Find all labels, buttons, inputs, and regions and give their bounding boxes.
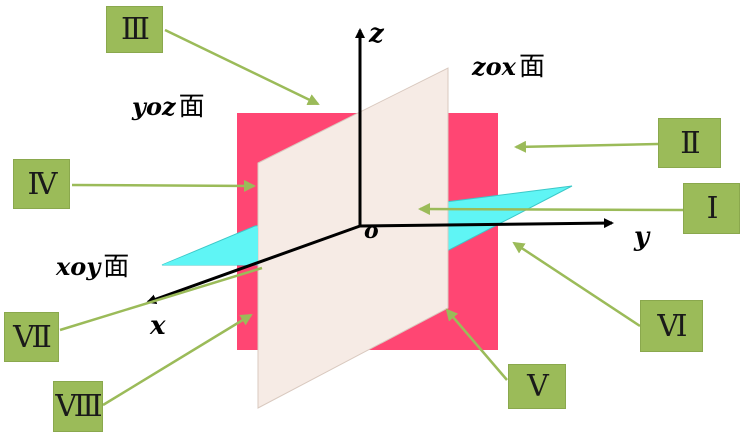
octant-label-3: Ⅲ [106, 6, 163, 53]
xoy-plane-front [162, 228, 258, 265]
origin-label: o [364, 218, 379, 244]
octant-label-4: Ⅳ [13, 159, 70, 209]
leader-octant-5 [445, 308, 508, 381]
octant-label-1: Ⅰ [683, 183, 740, 234]
xoy-plane-name: xoy [55, 252, 102, 281]
octant-label-5: Ⅴ [508, 364, 566, 409]
octant-label-8: Ⅷ [53, 381, 103, 432]
leader-octant-7 [59, 266, 263, 332]
octant-label-7: Ⅶ [4, 312, 59, 362]
leader-octant-6 [512, 241, 641, 328]
yoz-plane-suffix: 面 [179, 92, 205, 122]
x-axis [146, 224, 361, 305]
octant-label-6: Ⅵ [640, 300, 703, 352]
zox-plane-suffix: 面 [519, 52, 545, 82]
leader-octant-3 [164, 28, 320, 106]
zox-plane-name: zox [471, 52, 517, 81]
yoz-plane [257, 67, 449, 409]
y-axis [359, 218, 614, 229]
octant-label-2: Ⅱ [658, 118, 721, 168]
xoy-plane-suffix: 面 [103, 252, 129, 282]
z-axis-label: z [368, 19, 385, 49]
leader-octant-4 [71, 179, 256, 192]
leader-octant-1 [418, 203, 684, 216]
y-axis-label: y [633, 222, 651, 252]
x-axis-label: x [149, 311, 166, 341]
leader-octant-2 [514, 140, 659, 153]
yoz-plane-name: yoz [131, 92, 177, 121]
leader-octant-8 [102, 313, 253, 407]
